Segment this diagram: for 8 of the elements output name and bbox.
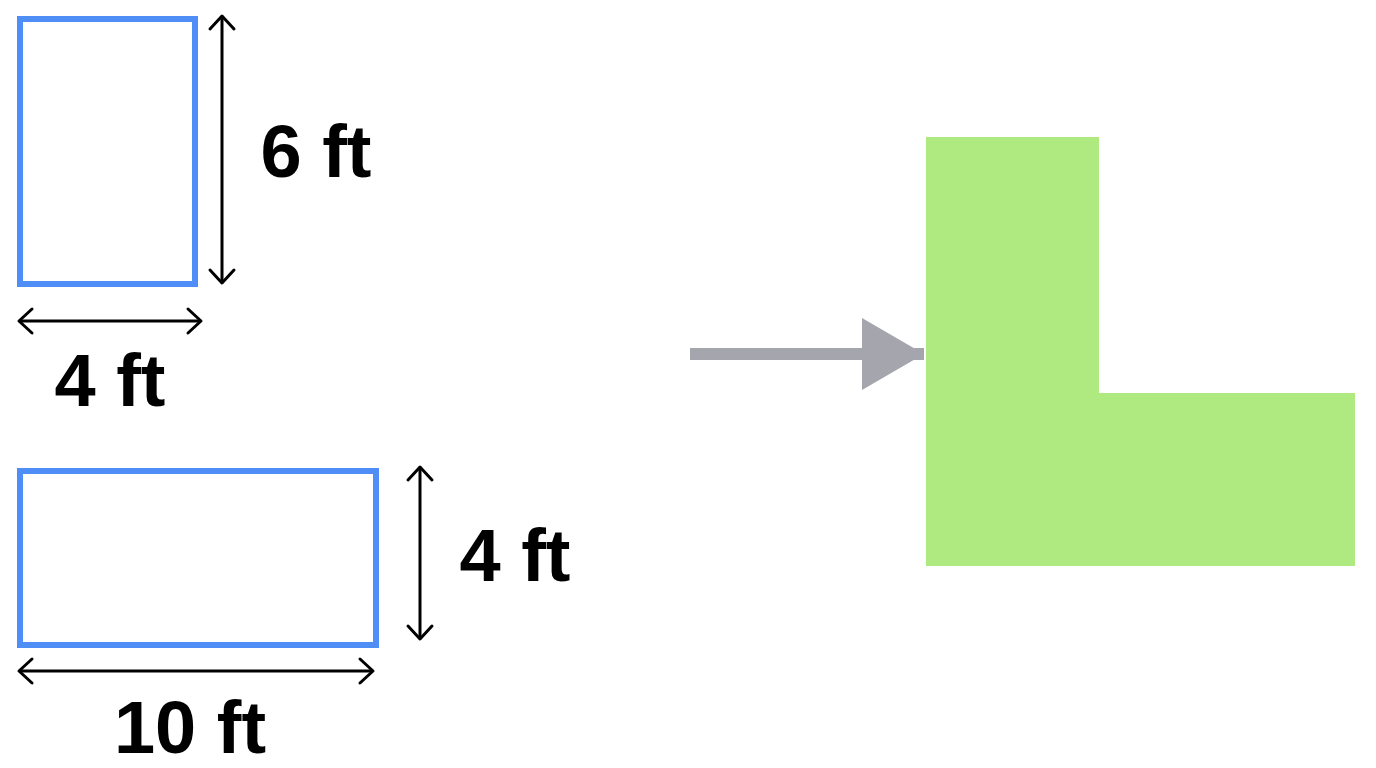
- dimension-label: 4 ft: [459, 519, 571, 593]
- rectangle-outline: [17, 16, 198, 287]
- l-shape: [926, 137, 1355, 566]
- dimension-label: 4 ft: [54, 344, 166, 418]
- arrow: [690, 318, 924, 390]
- dimension-label: 10 ft: [113, 691, 267, 765]
- dimension-label: 6 ft: [260, 115, 372, 189]
- rectangle-outline: [17, 468, 379, 648]
